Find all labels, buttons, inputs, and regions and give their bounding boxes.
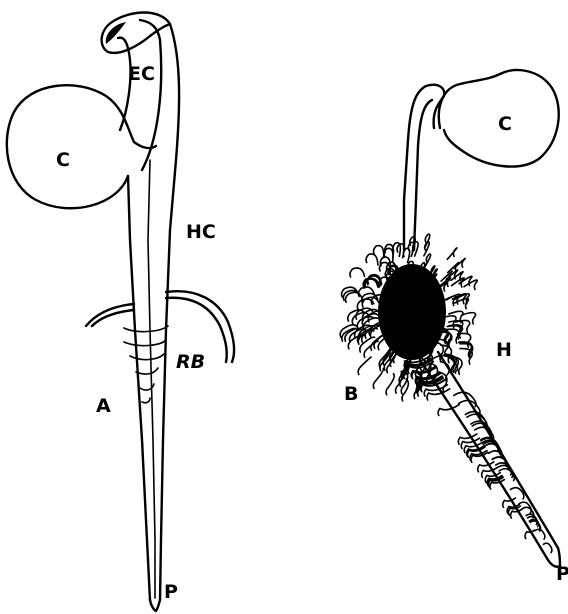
figure-a-root-spiral	[124, 326, 168, 403]
figure-b-root-hairs	[340, 234, 552, 552]
label-b-root-hairs: H	[496, 339, 512, 361]
figure-a	[7, 13, 234, 612]
label-a-root-base: RB	[176, 351, 205, 373]
figure-a-vascular-strand	[148, 160, 155, 598]
root-hair	[403, 248, 409, 262]
label-b-cotyledon: C	[498, 113, 512, 135]
figure-a-lateral-root-left	[86, 304, 134, 326]
root-hair	[362, 297, 378, 307]
root-hair	[454, 258, 465, 268]
label-a-cotyledon: C	[56, 149, 70, 171]
root-hair	[461, 313, 475, 324]
figure-b	[340, 70, 560, 567]
root-hair	[425, 254, 431, 267]
label-a-epicotyl: EC	[128, 63, 155, 85]
root-hair	[373, 369, 383, 389]
label-b-root-tip: P	[556, 563, 568, 585]
label-a-root-tip: P	[164, 581, 178, 603]
label-a-hypocotyl: HC	[186, 221, 216, 243]
figure-a-stem-right	[160, 24, 179, 600]
figure-b-hook-inner	[414, 100, 432, 250]
panel-label-a: A	[96, 395, 111, 417]
figure-a-stem-left	[128, 176, 150, 600]
root-hair	[386, 374, 394, 395]
root-hair	[464, 280, 477, 289]
root-hair	[358, 357, 371, 374]
root-hair	[350, 268, 365, 277]
root-hair	[424, 242, 429, 256]
root-hair	[447, 248, 457, 259]
figure-a-root-tip	[150, 600, 160, 611]
root-hair	[543, 543, 552, 552]
root-hair	[366, 254, 378, 265]
figure-a-cotyledon	[7, 85, 134, 208]
panel-label-b: B	[344, 383, 358, 405]
